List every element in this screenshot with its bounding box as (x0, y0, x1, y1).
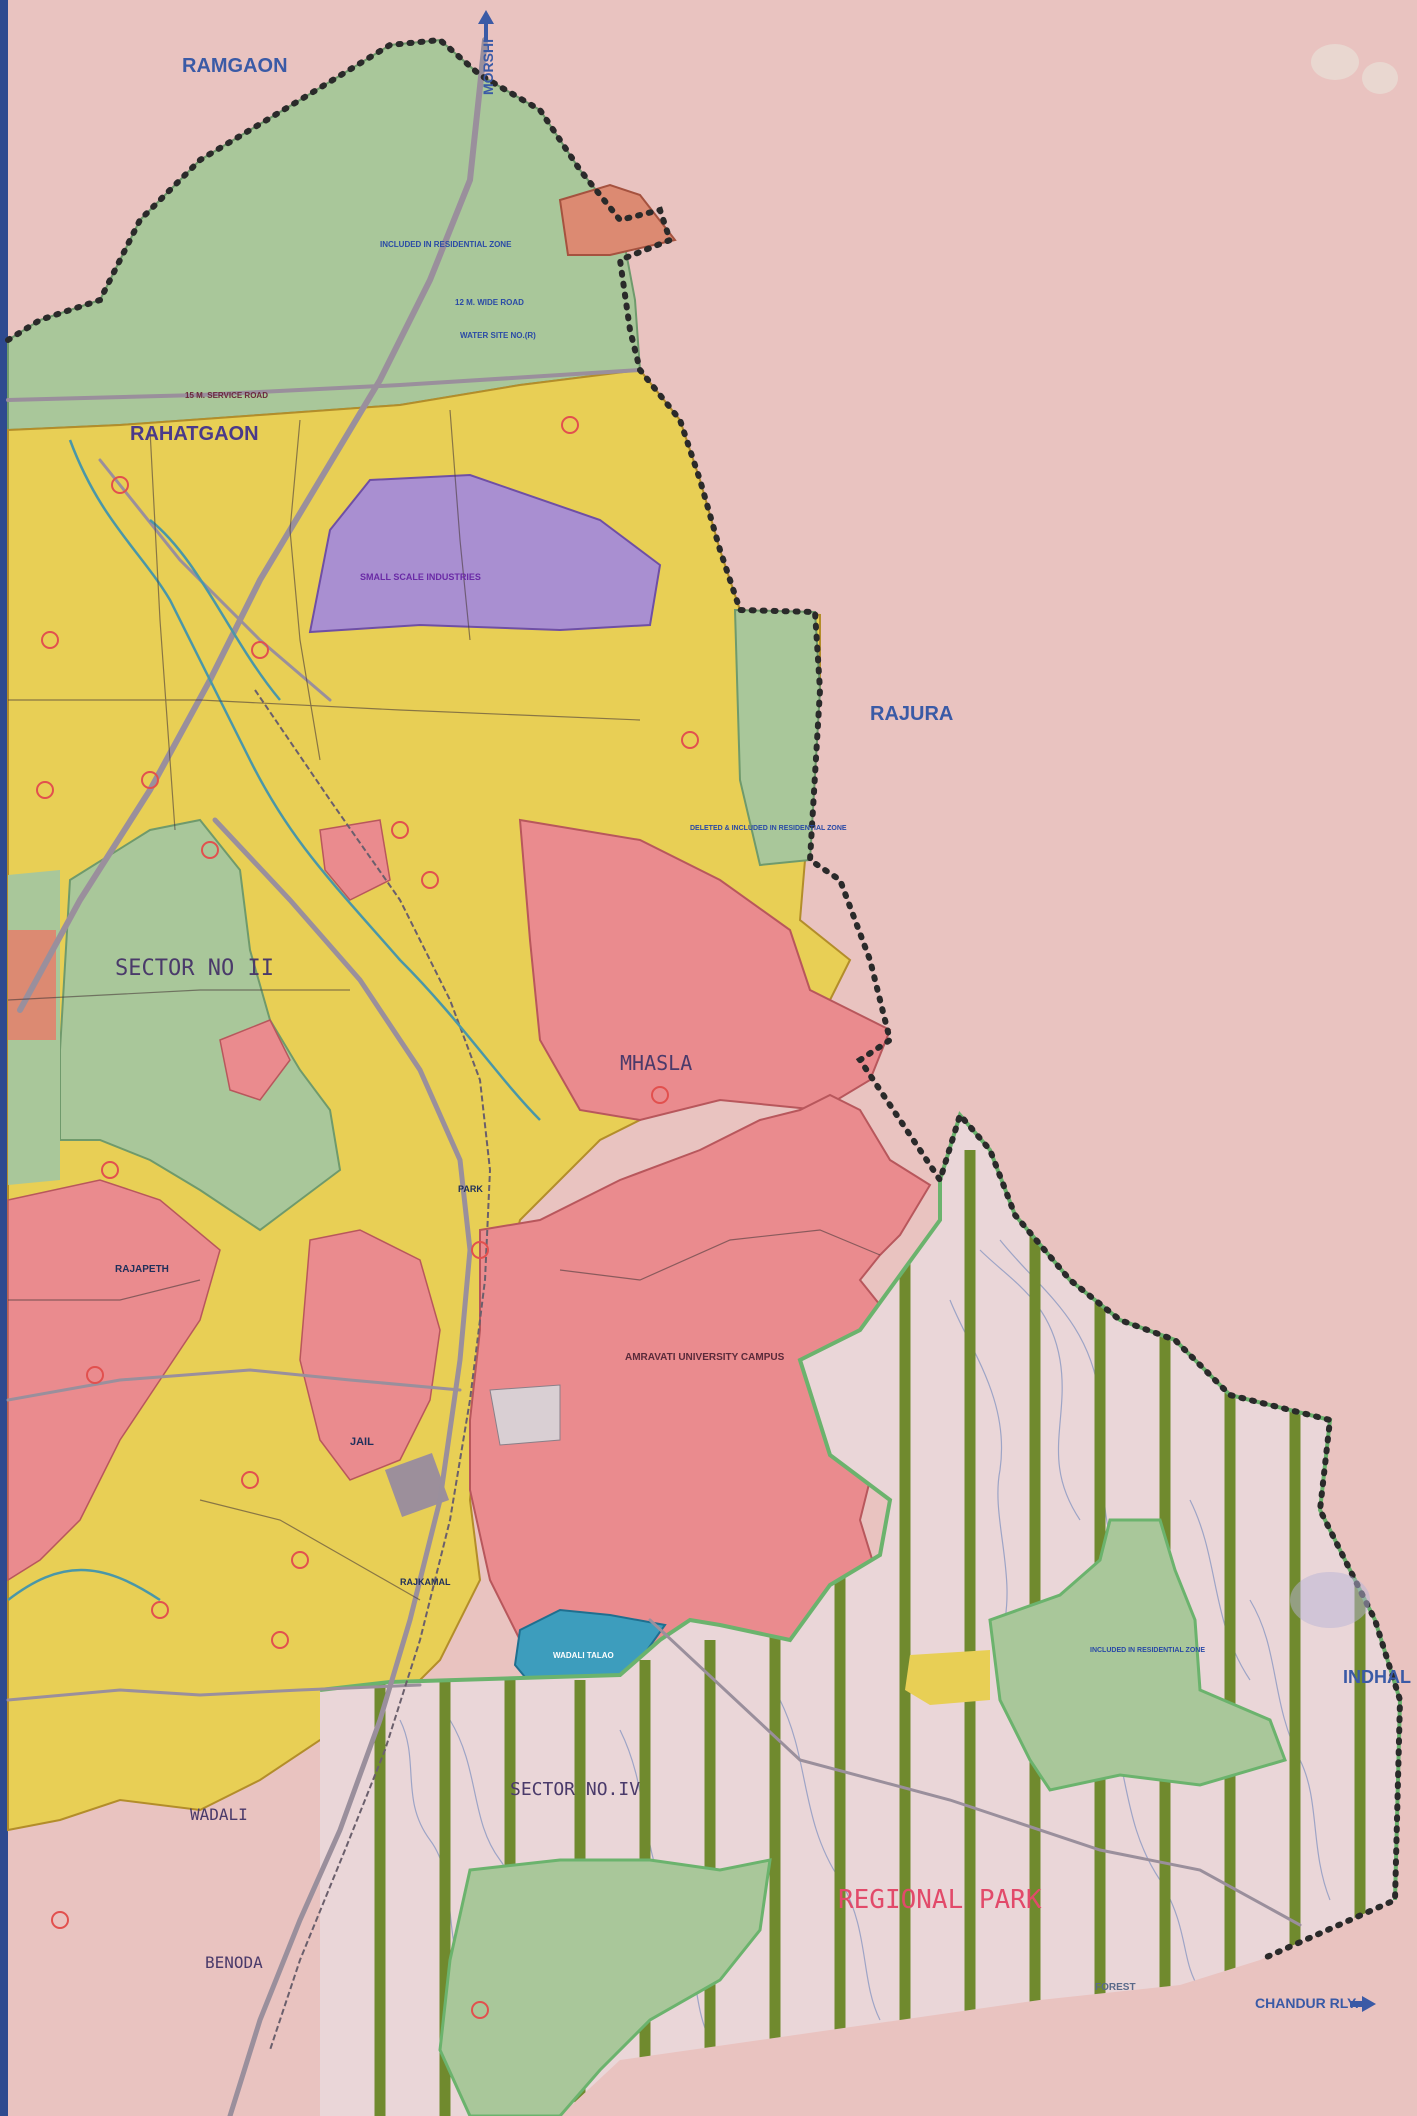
railway-line (254, 689, 492, 2051)
annotation-site-no: WATER SITE NO.(R) (460, 331, 536, 340)
label-rajura: RAJURA (870, 703, 953, 725)
zone-agricultural-sector-ii (59, 818, 342, 1232)
zone-agricultural-park-pocket (988, 1518, 1287, 1792)
label-forest: FOREST (1095, 1982, 1136, 1993)
left-edge-strip (0, 0, 8, 2116)
annotation-small-scale-industries: SMALL SCALE INDUSTRIES (360, 572, 481, 582)
annotation-included-residential-park: INCLUDED IN RESIDENTIAL ZONE (1090, 1647, 1205, 1654)
development-plan-boundary (5, 36, 1404, 1963)
north-arrow-icon (478, 10, 494, 40)
label-morshi: MORSHI (480, 39, 496, 95)
jail-building (384, 1452, 450, 1518)
zone-agricultural-south (438, 1858, 772, 2116)
site-markers (36, 416, 699, 2019)
annotation-deleted-included: DELETED & INCLUDED IN RESIDENTIAL ZONE (690, 825, 847, 832)
regional-park-boundary (319, 1110, 1403, 1901)
paper-stain (1311, 44, 1359, 80)
zone-public-north-pink (319, 819, 391, 901)
paper-stain (1290, 1572, 1370, 1628)
streams (7, 439, 541, 1602)
zone-public-center (299, 1229, 441, 1481)
label-jail: JAIL (350, 1436, 374, 1448)
label-rajapeth: RAJAPETH (115, 1264, 169, 1275)
label-rahatgaon: RAHATGAON (130, 423, 259, 445)
zone-residential-park-pocket (905, 1650, 990, 1705)
annotation-included-residential-north: INCLUDED IN RESIDENTIAL ZONE (380, 240, 512, 249)
label-indhala: INDHAL (1343, 1667, 1411, 1687)
label-mhasla: MHASLA (620, 1051, 692, 1075)
zone-industrial (308, 473, 662, 634)
zone-public-pink-mid (219, 1019, 291, 1101)
internal-boundaries (7, 409, 881, 1601)
label-regional-park: REGIONAL PARK (838, 1885, 1042, 1915)
label-university: AMRAVATI UNIVERSITY CAMPUS (625, 1352, 785, 1363)
label-badnera: BENODA (205, 1953, 263, 1972)
label-park: PARK (458, 1184, 483, 1194)
morshi-road-label: MORSHI (480, 39, 496, 95)
label-sector-iv: SECTOR NO.IV (510, 1779, 640, 1800)
annotation-wide-road: 12 M. WIDE ROAD (455, 298, 524, 307)
annotation-service-road: 15 M. SERVICE ROAD (185, 391, 268, 400)
label-wadali-talao: WADALI TALAO (553, 1651, 614, 1660)
label-ramgaon: RAMGAON (182, 55, 288, 77)
label-sector-ii: SECTOR NO II (115, 956, 274, 981)
label-rajkamal: RAJKAMAL (400, 1577, 451, 1587)
label-wadali: WADALI (190, 1805, 248, 1824)
zone-open-grey (489, 1384, 561, 1446)
paper-stain (1362, 62, 1398, 94)
label-chandur: CHANDUR RLY. (1255, 1995, 1359, 2011)
east-arrow-icon (1350, 1996, 1376, 2012)
